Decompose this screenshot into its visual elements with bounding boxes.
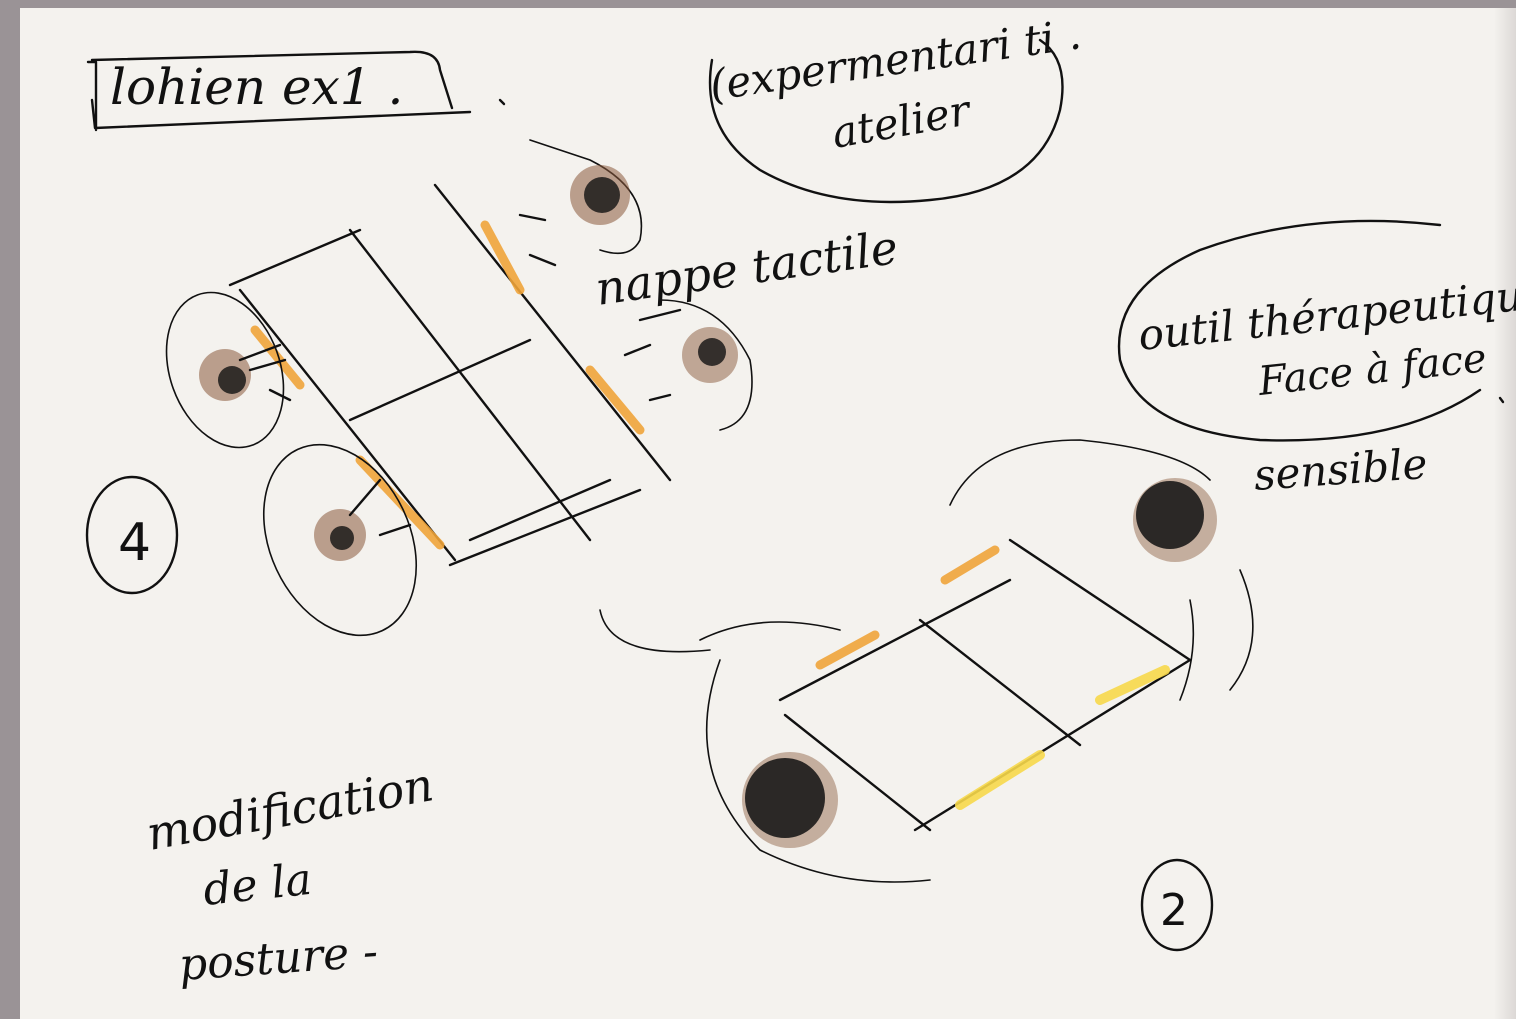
number-4-circle: 4 [85,475,179,595]
sketch-4-persons [165,139,753,637]
right-bubble: outil thérapeutique Face à face sensible [1117,219,1516,500]
title-text: lohien ex1 . [110,58,403,116]
sketch-paper [20,8,1516,1019]
right-bubble-line-2: Face à face [1255,335,1489,405]
number-4: 4 [118,513,151,573]
top-bubble-line-2: atelier [828,85,976,158]
number-2: 2 [1160,885,1188,936]
right-bubble-line-3: sensible [1252,439,1429,500]
top-bubble: (expermentari ti . atelier [707,9,1084,204]
sketch-4-table [228,183,672,567]
bottom-note-line-1: modification [143,757,438,861]
map-label: nappe tactile [592,220,901,316]
paper-edge-shadow [1494,8,1516,1019]
number-2-circle: 2 [1140,858,1214,952]
photo-frame-left [0,0,20,1019]
bottom-note-line-3: posture - [177,926,379,991]
sketch-2-persons [599,439,1254,883]
bottom-left-note: modification de la posture - [143,757,438,991]
top-bubble-line-1: (expermentari ti . [707,9,1084,110]
photo-frame-top [0,0,1516,8]
title-box: lohien ex1 . [86,50,506,132]
sketch-2-table [778,538,1192,832]
bottom-note-line-2: de la [201,854,314,916]
